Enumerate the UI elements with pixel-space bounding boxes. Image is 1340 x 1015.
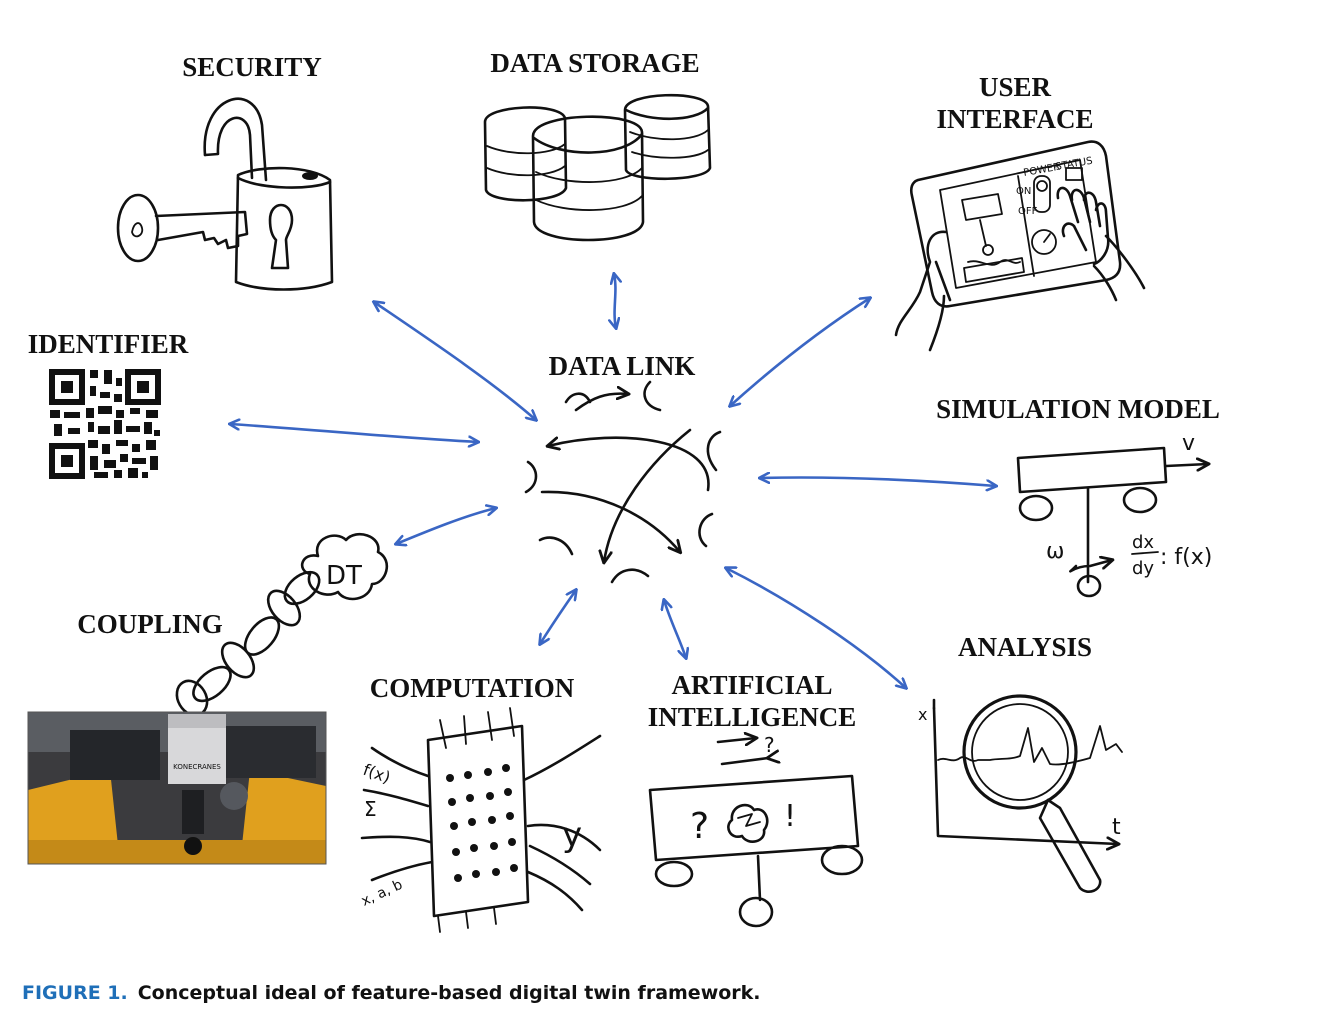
caption-number: FIGURE 1.: [22, 982, 128, 1004]
sim-equation-num: dx: [1132, 532, 1154, 553]
ai-question-top: ?: [764, 733, 775, 757]
padlock-icon: [116, 97, 334, 291]
label-identifier: IDENTIFIER: [28, 329, 189, 359]
arrow-identifier: [230, 424, 478, 442]
database-icon: [483, 93, 712, 242]
crane-brand-text: KONECRANES: [173, 763, 221, 771]
analysis-y-axis-text: x: [918, 705, 927, 724]
label-ai-line2: INTELLIGENCE: [648, 702, 857, 732]
robot-cart-icon: ? ? !: [648, 733, 864, 928]
chain-icon: DT: [175, 533, 389, 717]
dt-text: DT: [326, 561, 362, 591]
crane-photo: KONECRANES: [27, 711, 327, 865]
label-security: SECURITY: [182, 52, 322, 82]
arrow-security: [374, 302, 536, 420]
arrow-ai: [664, 600, 686, 658]
caption-text: Conceptual ideal of feature-based digita…: [137, 982, 761, 1004]
ai-question-text: ?: [690, 806, 709, 847]
analysis-x-axis-text: t: [1112, 815, 1121, 840]
label-analysis: ANALYSIS: [958, 632, 1092, 662]
arrow-data-storage: [614, 274, 616, 328]
arrow-computation: [540, 590, 576, 644]
comp-y-text: y: [562, 815, 582, 855]
tablet-icon: POWER STATUS ON OFF: [894, 140, 1146, 352]
qr-code-icon: [49, 369, 161, 479]
arrow-coupling: [396, 508, 496, 544]
arrow-user-interface: [730, 298, 870, 406]
label-user-interface-line2: INTERFACE: [936, 104, 1093, 134]
sim-equation-den: dy: [1132, 558, 1154, 579]
matrix-icon: f(x) Σ y x, a, b: [359, 707, 602, 933]
sim-equation-rhs: : f(x): [1160, 545, 1212, 570]
ui-status-text: STATUS: [1055, 156, 1094, 173]
label-ai-line1: ARTIFICIAL: [671, 670, 832, 700]
label-computation: COMPUTATION: [370, 673, 575, 703]
comp-vars-text: x, a, b: [359, 877, 405, 910]
magnifier-chart-icon: x t: [918, 694, 1123, 893]
comp-sigma-text: Σ: [364, 797, 377, 821]
ai-exclaim-text: !: [784, 799, 796, 834]
sim-omega-text: ω: [1046, 539, 1064, 564]
label-data-storage: DATA STORAGE: [490, 48, 699, 78]
ui-on-text: ON: [1016, 186, 1031, 197]
sim-velocity-text: v: [1182, 431, 1195, 456]
label-simulation-model: SIMULATION MODEL: [936, 394, 1220, 424]
label-coupling: COUPLING: [77, 609, 223, 639]
connection-arrows: [230, 274, 996, 688]
label-data-link: DATA LINK: [549, 351, 696, 381]
comp-fx-text: f(x): [361, 760, 393, 787]
ui-off-text: OFF: [1018, 206, 1038, 217]
label-user-interface-line1: USER: [979, 72, 1052, 102]
arrow-simulation: [760, 477, 996, 486]
data-link-icon: [524, 380, 722, 584]
arrow-analysis: [726, 568, 906, 688]
figure-caption: FIGURE 1. Conceptual ideal of feature-bas…: [22, 982, 761, 1004]
simulation-icon: v ω dx dy : f(x): [1016, 431, 1212, 598]
